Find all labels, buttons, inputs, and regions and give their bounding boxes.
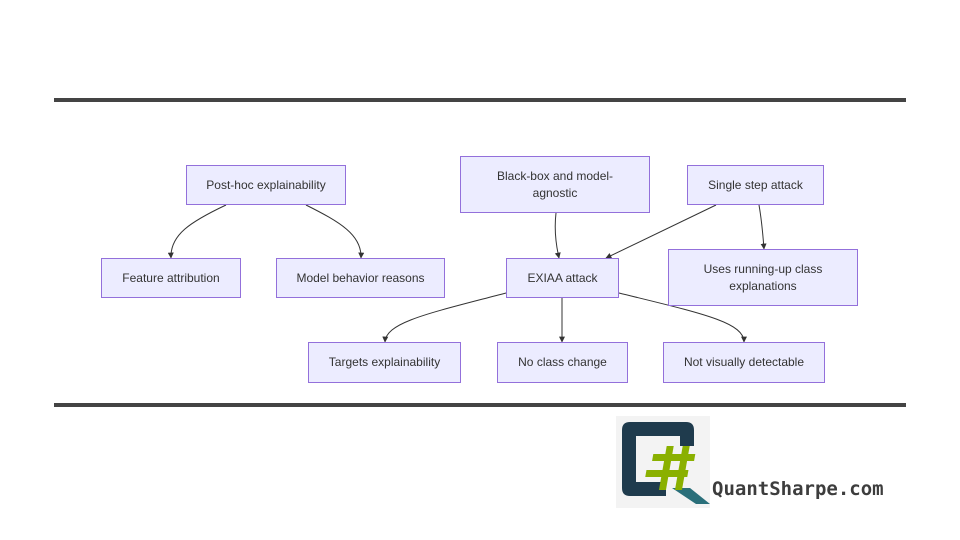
edge-single-step-running-up <box>758 204 767 250</box>
node-black-box-model-agnostic: Black-box and model-agnostic <box>460 156 650 213</box>
node-exiaa-attack: EXIAA attack <box>506 258 619 298</box>
node-no-class-change: No class change <box>497 342 628 383</box>
node-post-hoc-explainability: Post-hoc explainability <box>186 165 346 205</box>
node-not-visually-detectable: Not visually detectable <box>663 342 825 383</box>
node-model-behavior-reasons: Model behavior reasons <box>276 258 445 298</box>
edge-exiaa-not-visible <box>618 292 747 343</box>
edge-posthoc-feature <box>167 204 227 259</box>
brand-text: QuantSharpe.com <box>712 478 884 500</box>
edge-exiaa-targets <box>382 292 507 343</box>
divider-top <box>54 98 906 102</box>
quantsharpe-logo-icon <box>616 416 710 508</box>
edge-blackbox-exiaa <box>554 212 561 259</box>
node-targets-explainability: Targets explainability <box>308 342 461 383</box>
divider-bottom <box>54 403 906 407</box>
edge-posthoc-model-behavior <box>305 204 365 259</box>
node-feature-attribution: Feature attribution <box>101 258 241 298</box>
node-single-step-attack: Single step attack <box>687 165 824 205</box>
edge-single-step-exiaa <box>605 204 717 259</box>
node-running-up-class-explanations: Uses running-up class explanations <box>668 249 858 306</box>
